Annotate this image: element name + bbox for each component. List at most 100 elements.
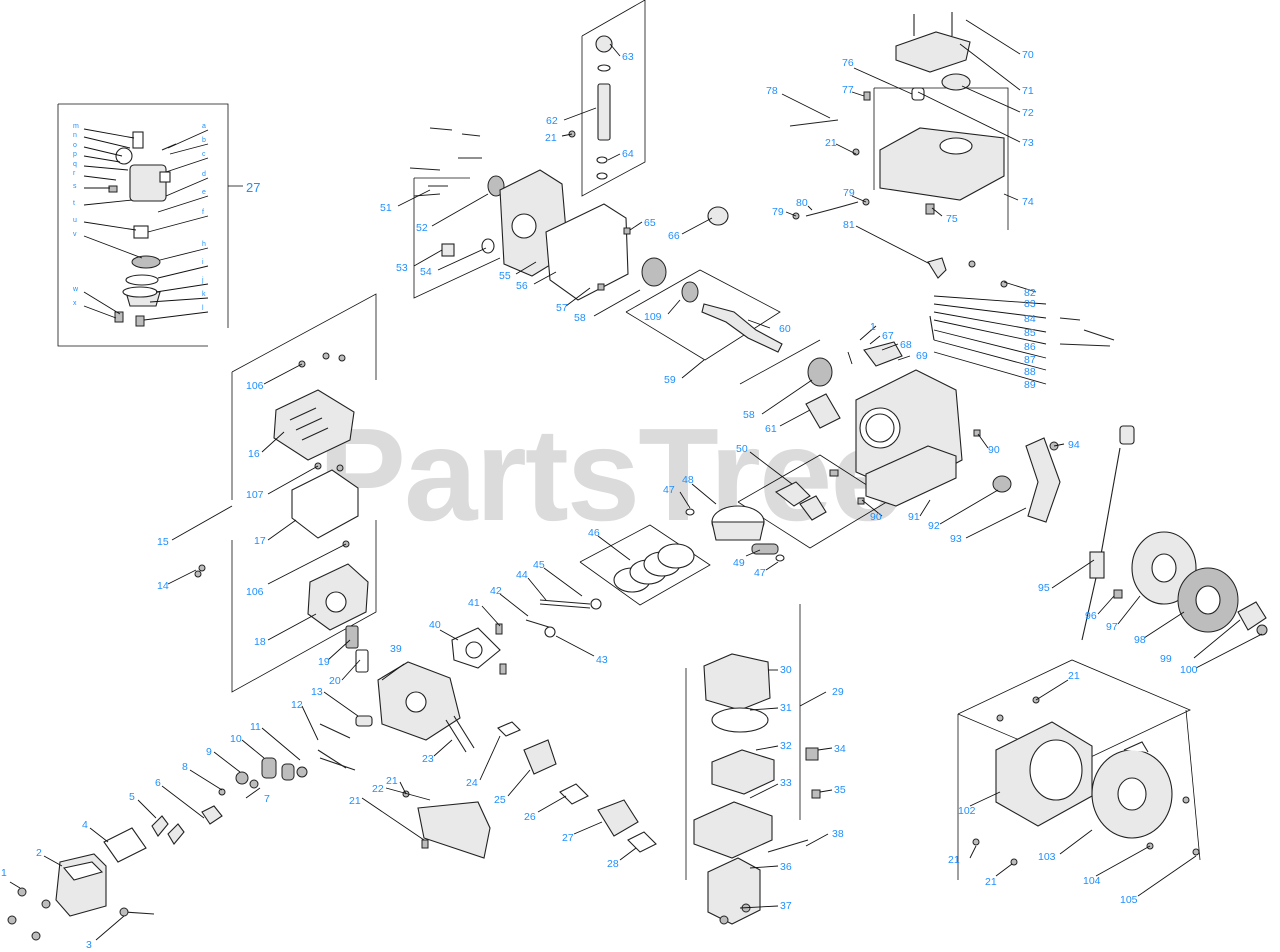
part-label-96: 96 xyxy=(1085,610,1097,622)
carb-letter-s: s xyxy=(73,183,77,190)
part-label-38: 38 xyxy=(832,828,844,840)
part-label-103: 103 xyxy=(1038,851,1056,863)
part-label-58b: 58 xyxy=(743,409,755,421)
part-label-106b: 106 xyxy=(246,586,264,598)
part-label-52: 52 xyxy=(416,222,428,234)
part-label-78: 78 xyxy=(766,85,778,97)
part-label-92: 92 xyxy=(928,520,940,532)
part-label-74: 74 xyxy=(1022,196,1034,208)
carb-letter-h: h xyxy=(202,241,206,248)
part-label-62: 62 xyxy=(546,115,558,127)
part-label-28: 28 xyxy=(607,858,619,870)
part-label-21d: 21 xyxy=(825,137,837,149)
part-label-72: 72 xyxy=(1022,107,1034,119)
part-label-60: 60 xyxy=(779,323,791,335)
part-label-69: 69 xyxy=(916,350,928,362)
part-label-15: 15 xyxy=(157,536,169,548)
part-label-90: 90 xyxy=(988,444,1000,456)
part-label-37: 37 xyxy=(780,900,792,912)
part-label-105: 105 xyxy=(1120,894,1138,906)
part-label-99: 99 xyxy=(1160,653,1172,665)
carb-letter-d: d xyxy=(202,171,206,178)
part-label-66: 66 xyxy=(668,230,680,242)
part-label-35: 35 xyxy=(834,784,846,796)
watermark: PartsTree xyxy=(318,401,902,548)
part-label-50: 50 xyxy=(736,443,748,455)
carb-letter-c: c xyxy=(202,151,206,158)
carburetor-inset-parts xyxy=(108,131,177,327)
part-label-32: 32 xyxy=(780,740,792,752)
part-label-63: 63 xyxy=(622,51,634,63)
carb-letter-j: j xyxy=(201,277,204,284)
part-label-102: 102 xyxy=(958,805,976,817)
part-label-83: 83 xyxy=(1024,298,1036,310)
part-label-34: 34 xyxy=(834,743,846,755)
part-label-5: 5 xyxy=(129,791,135,803)
carb-letter-l: l xyxy=(202,305,204,312)
carb-inset-letters: m n o p q r s t u v w x a b c d e f h i … xyxy=(72,123,260,312)
part-label-17: 17 xyxy=(254,535,266,547)
part-label-90b: 90 xyxy=(870,511,882,523)
part-label-55: 55 xyxy=(499,270,511,282)
part-label-25: 25 xyxy=(494,794,506,806)
part-label-86: 86 xyxy=(1024,341,1036,353)
part-label-61: 61 xyxy=(765,423,777,435)
carb-letter-k: k xyxy=(202,291,206,298)
part-label-1: 1 xyxy=(1,867,7,879)
carb-letter-e: e xyxy=(202,189,206,196)
carb-letter-x: x xyxy=(73,300,77,307)
part-label-41: 41 xyxy=(468,597,480,609)
carb-letter-f: f xyxy=(202,209,204,216)
part-label-21c: 21 xyxy=(545,132,557,144)
part-label-87: 87 xyxy=(1024,354,1036,366)
part-label-1b: 1 xyxy=(870,321,876,333)
part-label-81: 81 xyxy=(843,219,855,231)
part-label-43: 43 xyxy=(596,654,608,666)
part-label-2: 2 xyxy=(36,847,42,859)
part-label-57: 57 xyxy=(556,302,568,314)
carb-letter-t: t xyxy=(73,200,75,207)
part-label-70: 70 xyxy=(1022,49,1034,61)
part-label-21e: 21 xyxy=(1068,670,1080,682)
part-label-85: 85 xyxy=(1024,327,1036,339)
part-label-27: 27 xyxy=(562,832,574,844)
part-label-54: 54 xyxy=(420,266,432,278)
part-label-16: 16 xyxy=(248,448,260,460)
carb-letter-q: q xyxy=(73,161,77,168)
carb-inset-leaders xyxy=(83,128,209,321)
part-label-67: 67 xyxy=(882,330,894,342)
part-label-97: 97 xyxy=(1106,621,1118,633)
part-label-106: 106 xyxy=(246,380,264,392)
part-label-4: 4 xyxy=(82,819,88,831)
part-label-91: 91 xyxy=(908,511,920,523)
part-label-53: 53 xyxy=(396,262,408,274)
part-label-59: 59 xyxy=(664,374,676,386)
part-label-21: 21 xyxy=(349,795,361,807)
part-label-80: 80 xyxy=(796,197,808,209)
part-label-3: 3 xyxy=(86,939,92,951)
carb-letter-w: w xyxy=(72,286,79,293)
part-label-49: 49 xyxy=(733,557,745,569)
part-label-73: 73 xyxy=(1022,137,1034,149)
part-label-71: 71 xyxy=(1022,85,1034,97)
part-label-88: 88 xyxy=(1024,366,1036,378)
part-label-18: 18 xyxy=(254,636,266,648)
part-label-39: 39 xyxy=(390,643,402,655)
part-label-94: 94 xyxy=(1068,439,1080,451)
part-label-47: 47 xyxy=(663,484,675,496)
part-label-33: 33 xyxy=(780,777,792,789)
part-label-100: 100 xyxy=(1180,664,1198,676)
carb-inset-ref-label: 27 xyxy=(246,180,260,195)
part-label-58: 58 xyxy=(574,312,586,324)
part-label-26: 26 xyxy=(524,811,536,823)
part-label-107: 107 xyxy=(246,489,264,501)
part-label-20: 20 xyxy=(329,675,341,687)
carb-letter-v: v xyxy=(73,231,77,238)
carb-letter-r: r xyxy=(73,170,76,177)
part-label-11: 11 xyxy=(250,721,261,733)
carb-letter-b: b xyxy=(202,137,206,144)
carb-letter-m: m xyxy=(73,123,79,130)
part-label-56: 56 xyxy=(516,280,528,292)
part-label-29: 29 xyxy=(832,686,844,698)
